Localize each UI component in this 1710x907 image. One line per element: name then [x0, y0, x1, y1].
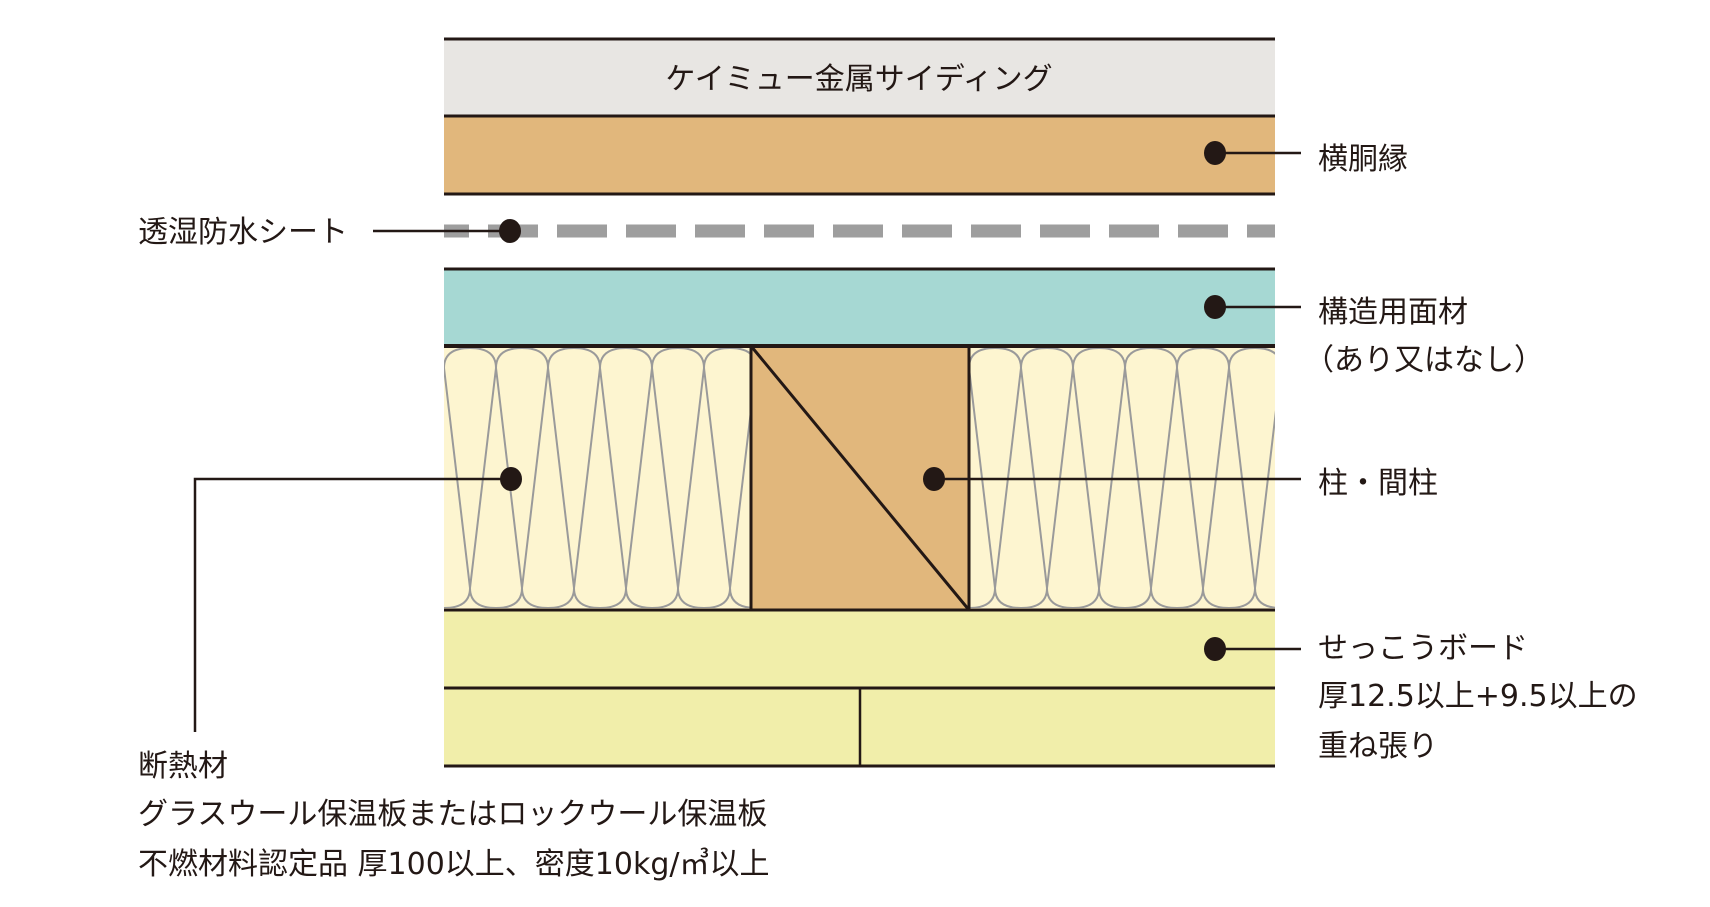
- gypsum-thickness: 厚12.5以上+9.5以上の: [1318, 679, 1638, 714]
- stud-diagonal: [749, 345, 971, 611]
- sheathing-dot-marker: [1204, 295, 1226, 319]
- leader-dots: [499, 141, 1226, 661]
- gypsum-method: 重ね張り: [1318, 729, 1438, 764]
- gypsum-board-outer: [444, 610, 1275, 688]
- sheathing-label: 構造用面材: [1318, 295, 1468, 330]
- siding-label: ケイミュー金属サイディング: [665, 62, 1052, 97]
- batten-label: 横胴縁: [1318, 142, 1408, 177]
- insulation-type: グラスウール保温板またはロックウール保温板: [138, 797, 767, 832]
- gypsum-dot-marker: [1204, 637, 1226, 661]
- siding-layer: [444, 39, 1275, 116]
- stud-dot-marker: [923, 467, 945, 491]
- batten-layer: [444, 116, 1275, 194]
- insulation-spec: 不燃材料認定品 厚100以上、密度10kg/㎥以上: [138, 847, 770, 882]
- membrane-dot-marker: [499, 219, 521, 243]
- insulation-label: 断熱材: [138, 749, 228, 784]
- batten-dot-marker: [1204, 141, 1226, 165]
- sheathing-layer: [444, 269, 1275, 346]
- insulation-dot-marker: [500, 467, 522, 491]
- membrane-label: 透湿防水シート: [138, 215, 348, 250]
- gypsum-label: せっこうボード: [1318, 631, 1528, 666]
- stud-label: 柱・間柱: [1318, 466, 1438, 501]
- right-leaders: [193, 151, 1301, 732]
- sheathing-note: （あり又はなし）: [1304, 343, 1544, 378]
